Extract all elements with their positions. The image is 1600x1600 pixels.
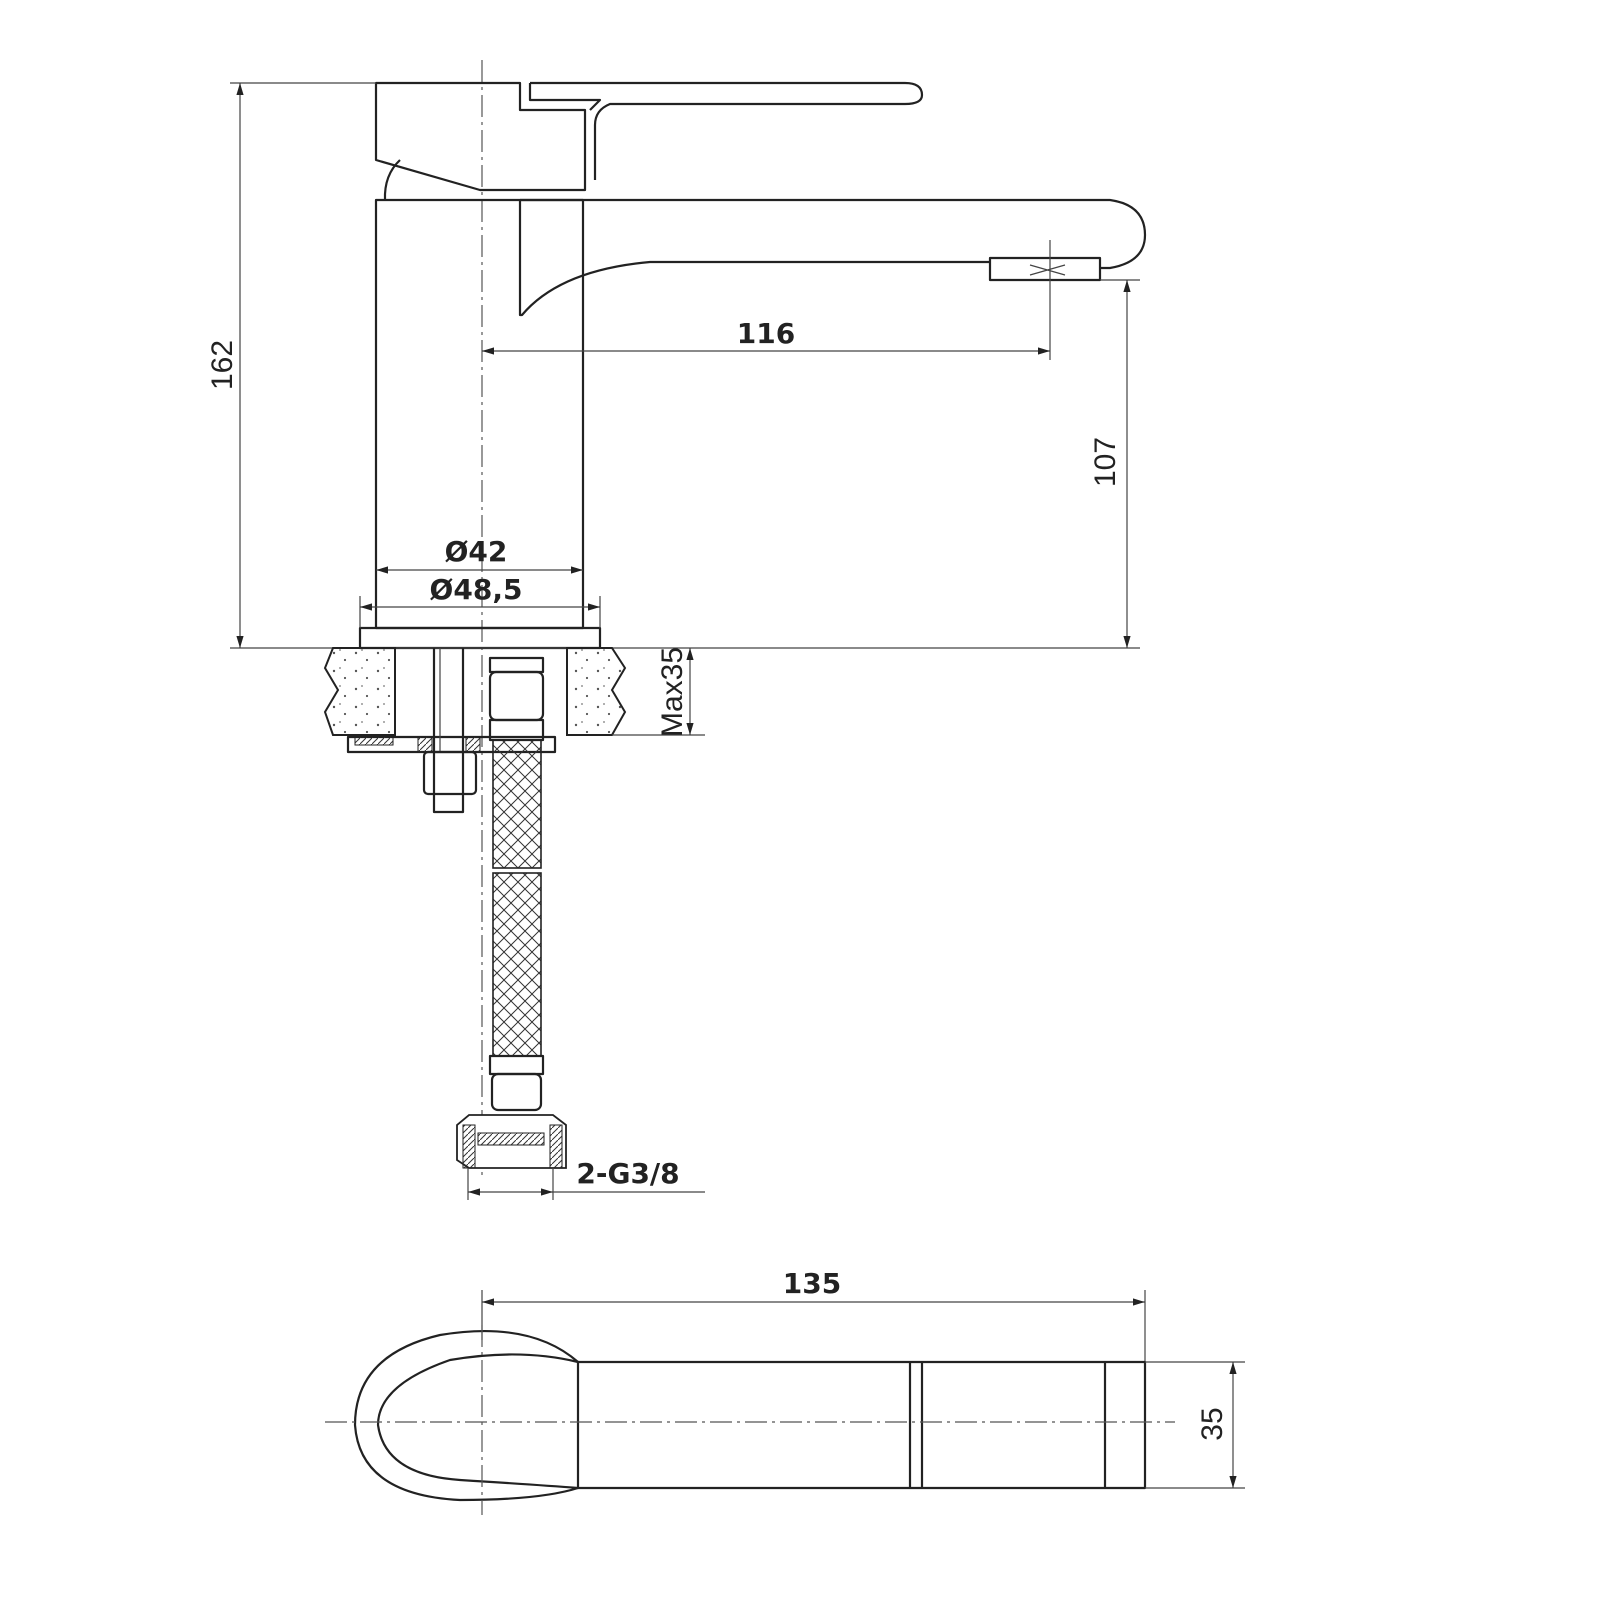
body-diameter-label: Ø42 xyxy=(445,535,508,568)
dimension-spout-height: 107 xyxy=(1089,279,1140,648)
dimension-total-height: 162 xyxy=(206,82,376,648)
flexible-hose xyxy=(456,656,567,1169)
connection-label: 2-G3/8 xyxy=(576,1157,679,1190)
lever-handle xyxy=(374,81,924,201)
top-view: 135 35 xyxy=(325,1267,1245,1515)
dimension-spout-reach: 116 xyxy=(482,317,1050,355)
max-thickness-label: Max35 xyxy=(656,647,689,737)
fixing-bolt xyxy=(346,648,557,814)
counter-section: Max35 xyxy=(323,647,705,737)
total-height-label: 162 xyxy=(206,340,239,390)
base-diameter-label: Ø48,5 xyxy=(430,573,523,606)
spout-height-label: 107 xyxy=(1089,437,1122,487)
top-width-label: 35 xyxy=(1196,1407,1229,1440)
spout xyxy=(518,198,1147,360)
dimension-connection: 2-G3/8 xyxy=(467,1157,705,1200)
top-length-label: 135 xyxy=(783,1267,841,1300)
spout-reach-label: 116 xyxy=(737,317,795,350)
dimension-diameters: Ø42 Ø48,5 xyxy=(359,535,601,628)
